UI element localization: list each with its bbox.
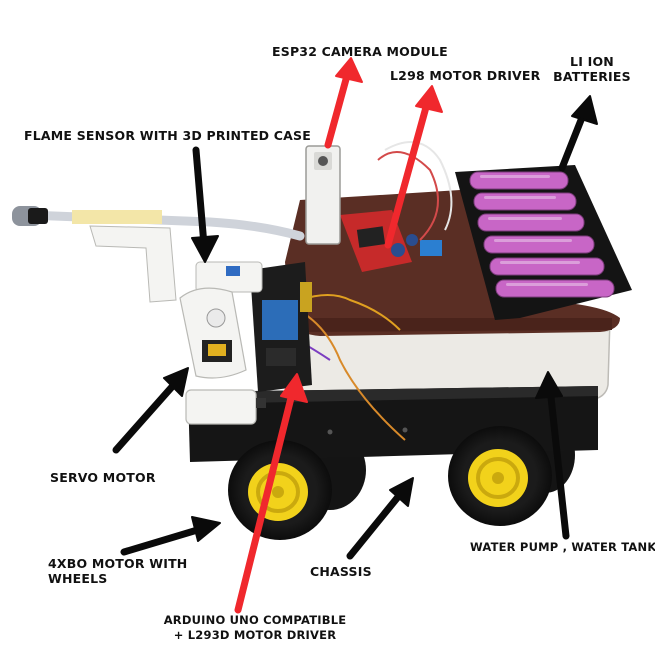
battery-pack — [455, 165, 632, 320]
esp32-module — [305, 145, 341, 245]
li-ion-arrow — [558, 95, 598, 172]
motor-arrow — [120, 516, 221, 556]
l298-arrow — [384, 85, 443, 249]
label-flame-sensor: FLAME SENSOR WITH 3D PRINTED CASE — [24, 128, 312, 143]
front-wheel-right — [448, 426, 552, 526]
label-chassis: CHASSIS — [310, 564, 372, 579]
label-motor-line1: 4XBO MOTOR WITH — [48, 556, 188, 571]
label-li-ion-line1: LI ION — [570, 54, 614, 69]
flame-sensor-arrow — [191, 146, 219, 263]
servo-motor-part — [179, 287, 266, 425]
label-esp32-camera-module: ESP32 CAMERA MODULE — [272, 44, 448, 59]
chassis-arrow — [346, 477, 414, 560]
annotation-arrows — [112, 57, 598, 614]
label-water-pump-tank: WATER PUMP , WATER TANK — [470, 540, 655, 554]
label-arduino-uno: ARDUINO UNO COMPATIBLE + L293D MOTOR DRI… — [150, 613, 360, 643]
arduino-board — [250, 262, 312, 392]
label-arduino-line1: ARDUINO UNO COMPATIBLE — [163, 613, 347, 627]
label-arduino-line2: + L293D MOTOR DRIVER — [173, 628, 337, 642]
esp32-arrow — [324, 57, 363, 149]
servo-arrow — [112, 367, 189, 454]
label-servo-motor: SERVO MOTOR — [50, 470, 156, 485]
arduino-arrow — [234, 373, 308, 614]
label-l298-motor-driver: L298 MOTOR DRIVER — [390, 68, 541, 83]
label-li-ion-line2: BATTERIES — [553, 69, 631, 84]
label-bo-motor-wheels: 4XBO MOTOR WITH WHEELS — [48, 556, 187, 586]
label-li-ion-batteries: LI ION BATTERIES — [546, 54, 638, 84]
flame-sensor-assembly — [12, 206, 305, 303]
pump-arrow — [535, 371, 570, 540]
label-motor-line2: WHEELS — [48, 571, 108, 586]
